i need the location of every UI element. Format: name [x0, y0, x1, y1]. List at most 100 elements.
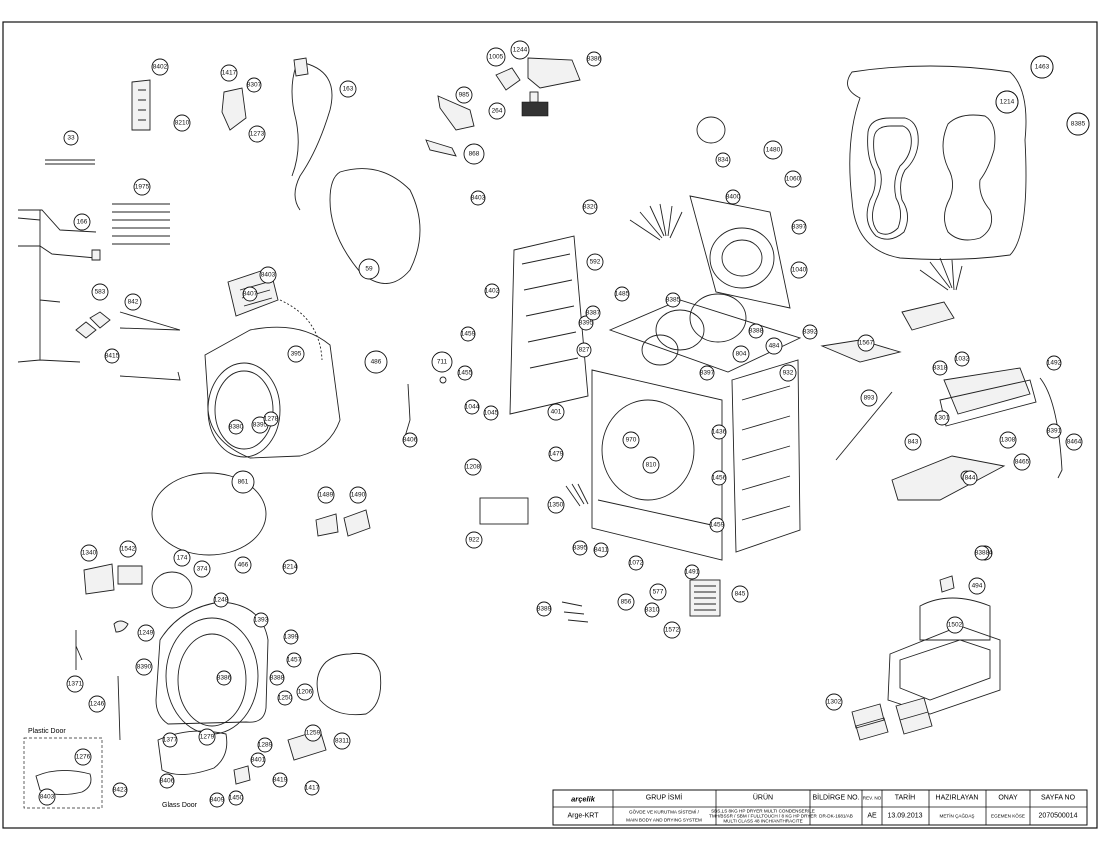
callout-label: 8406 [403, 437, 418, 444]
callout-label: 8385 [666, 297, 681, 304]
model-value: Arge-KRT [568, 813, 600, 820]
callout-8388: 8388 [974, 545, 990, 561]
gasket-group [847, 65, 1027, 260]
callout-label: 1072 [629, 560, 644, 567]
mid-left-small-parts [315, 376, 447, 537]
callout-8386: 8386 [216, 670, 232, 686]
callout-label: 8386 [587, 56, 602, 63]
drum-assembly [204, 267, 341, 459]
callout-label: 861 [238, 479, 249, 486]
sayfa-value: 2070500014 [1039, 813, 1078, 820]
callout-1436: 1436 [711, 424, 727, 440]
callout-59: 59 [358, 258, 380, 280]
hazirlayan-value: METİN ÇAĞDAŞ [940, 813, 975, 819]
callout-868: 868 [463, 143, 485, 165]
callout-8397: 8397 [791, 219, 807, 235]
callout-label: 8390 [137, 664, 152, 671]
drawing-frame [2, 21, 1098, 829]
callout-label: 1276 [76, 754, 91, 761]
callout-label: 1040 [792, 267, 807, 274]
tarih-header: TARİH [895, 793, 915, 802]
callout-8403: 8403 [38, 788, 56, 806]
callout-8210: 8210 [173, 114, 191, 132]
callout-8386: 8386 [586, 51, 602, 67]
callout-label: 8389 [537, 606, 552, 613]
callout-label: 8397 [700, 370, 715, 377]
callout-label: 1489 [319, 492, 334, 499]
callout-1417: 1417 [220, 64, 238, 82]
grup-ismi-header: GRUP İSMİ [646, 793, 682, 802]
callout-label: 1250 [278, 695, 293, 702]
callout-1250: 1250 [277, 690, 293, 706]
callout-861: 861 [231, 470, 255, 494]
callout-label: 401 [551, 409, 562, 416]
callout-label: 834 [718, 157, 729, 164]
callout-label: 1491 [685, 569, 700, 576]
callout-label: 810 [646, 462, 657, 469]
callout-8411: 8411 [593, 542, 609, 558]
callout-label: 8411 [594, 547, 608, 554]
callout-1350: 1350 [547, 496, 565, 514]
callout-1485: 1485 [614, 286, 630, 302]
callout-33: 33 [63, 130, 79, 146]
callout-985: 985 [455, 86, 473, 104]
callout-8380: 8380 [228, 419, 244, 435]
callout-484: 484 [765, 337, 783, 355]
callout-label: 1490 [351, 492, 366, 499]
callout-8403: 8403 [470, 190, 486, 206]
callout-label: 1273 [250, 131, 265, 138]
callout-1246: 1246 [88, 695, 106, 713]
urun-line2: TMH/BSSR / SBM / FULLTOUCH / 8 KG HP DRY… [709, 814, 817, 819]
callout-583: 583 [91, 283, 109, 301]
callout-label: 8391 [1047, 428, 1062, 435]
callout-label: 985 [459, 92, 470, 99]
callout-1308: 1308 [999, 431, 1017, 449]
callout-1276: 1276 [74, 748, 92, 766]
callout-label: 1567 [859, 340, 874, 347]
callout-1032: 1032 [954, 351, 970, 367]
callout-1417: 1417 [304, 780, 320, 796]
callout-label: 163 [343, 86, 354, 93]
callout-1489: 1489 [317, 486, 335, 504]
callout-label: 1044 [465, 404, 480, 411]
glass-door-label: Glass Door [162, 802, 198, 809]
callout-label: 1542 [121, 546, 136, 553]
callout-label: 1206 [298, 689, 313, 696]
callout-1040: 1040 [790, 261, 808, 279]
callout-label: 922 [469, 537, 480, 544]
callout-label: 8311 [335, 738, 349, 745]
callout-label: 1248 [214, 597, 229, 604]
front-panel-door [75, 563, 382, 785]
title-block: arçelik Arge-KRT GRUP İSMİ GÖVDE VE KURU… [552, 789, 1088, 826]
grup-ismi-tr: GÖVDE VE KURUTMA SİSTEMİ / [629, 809, 700, 815]
callout-1278: 1278 [263, 411, 279, 427]
plastic-door-label: Plastic Door [28, 728, 66, 735]
callout-466: 466 [234, 556, 252, 574]
callout-8397: 8397 [699, 365, 715, 381]
callout-592: 592 [586, 253, 604, 271]
callout-label: 1308 [1001, 437, 1016, 444]
callout-label: 8392 [803, 329, 818, 336]
callout-label: 264 [492, 108, 503, 115]
callout-label: 1244 [513, 47, 528, 54]
callout-label: 1060 [786, 176, 801, 183]
callout-804: 804 [732, 345, 750, 363]
callout-1289: 1289 [257, 737, 273, 753]
callout-label: 59 [365, 266, 373, 273]
callout-1567: 1567 [857, 334, 875, 352]
callout-810: 810 [642, 456, 660, 474]
callout-label: 8415 [105, 353, 120, 360]
callout-8391: 8391 [1046, 423, 1062, 439]
base-assembly [851, 575, 1001, 741]
callout-1208: 1208 [464, 458, 482, 476]
callout-1206: 1206 [296, 683, 314, 701]
callout-label: 827 [579, 347, 590, 354]
callout-label: 1417 [222, 70, 237, 77]
callout-8389: 8389 [536, 601, 552, 617]
callout-711: 711 [431, 351, 453, 373]
urun-line1: SBS,LS 8KG HP DRYER MULTI CONDENSER/LE [711, 809, 815, 814]
callout-label: 932 [783, 370, 794, 377]
callout-label: 1399 [284, 634, 299, 641]
callout-label: 1457 [287, 657, 302, 664]
